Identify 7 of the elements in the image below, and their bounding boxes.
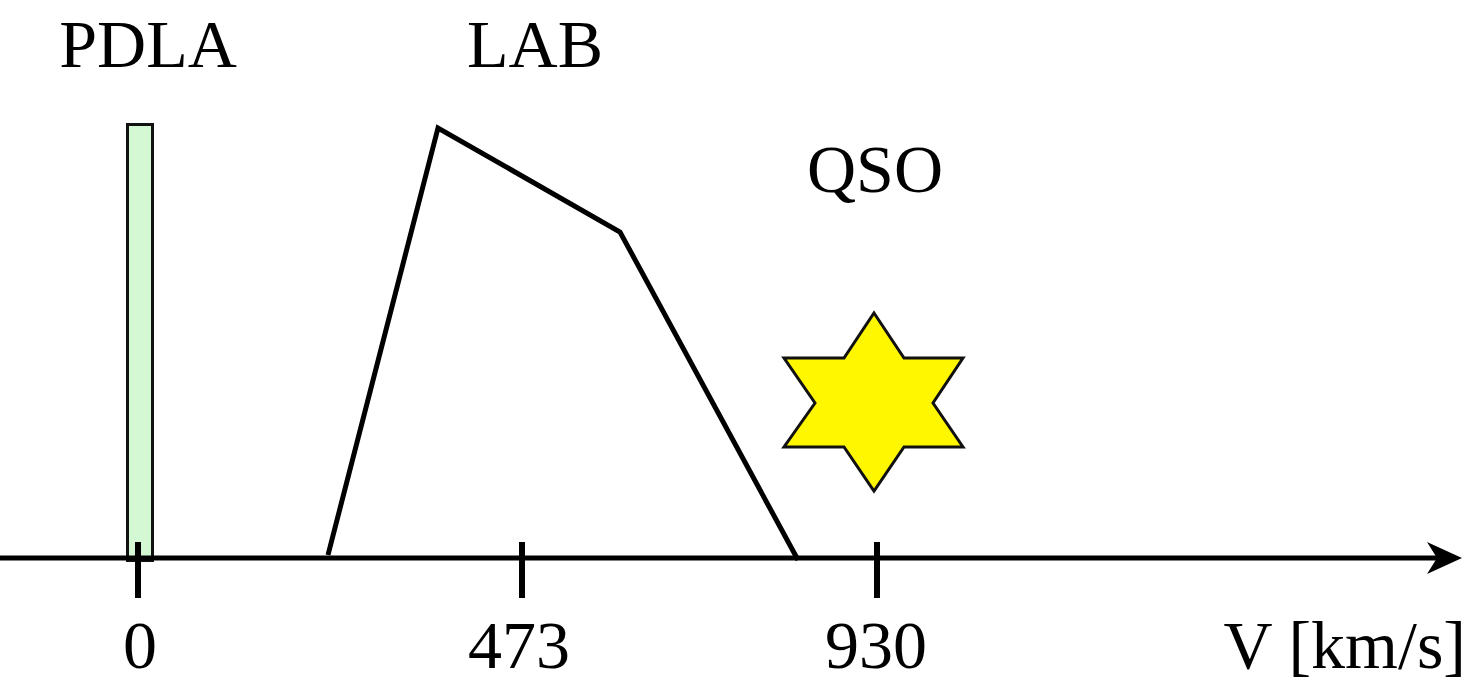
tick-label: 0 bbox=[123, 611, 157, 679]
object-label: QSO bbox=[807, 135, 943, 203]
tick-label: 930 bbox=[825, 611, 927, 679]
object-label: PDLA bbox=[59, 10, 237, 78]
object-label: LAB bbox=[467, 10, 603, 78]
axis-title: V [km/s] bbox=[1223, 611, 1466, 679]
tick-label: 473 bbox=[468, 611, 570, 679]
